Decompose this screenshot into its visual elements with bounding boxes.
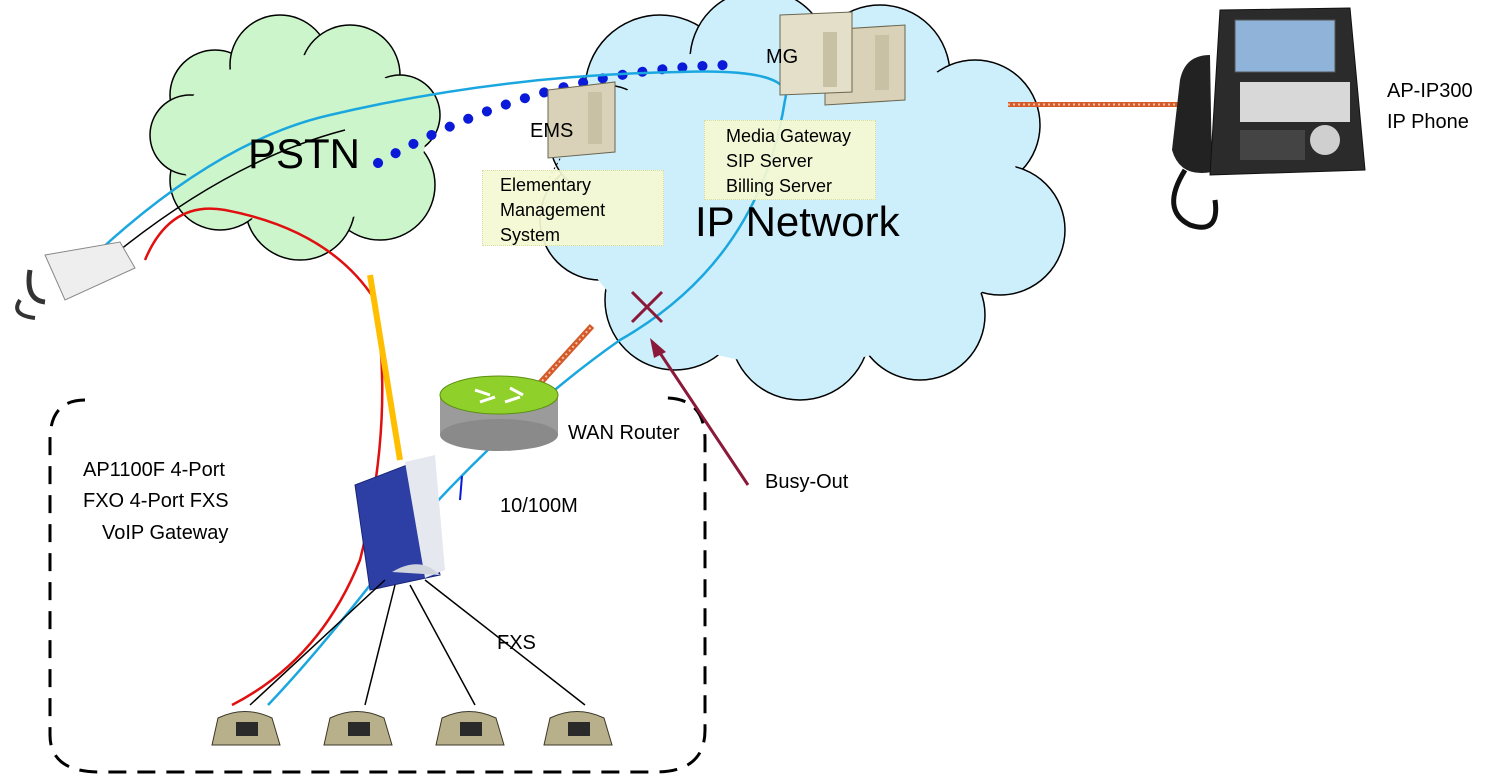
ems-description-box xyxy=(482,170,664,246)
ems-description-line: Management xyxy=(500,200,606,220)
voip-gateway-icon xyxy=(354,455,445,591)
site-boundary xyxy=(48,396,707,774)
ip-phone-icon xyxy=(1171,7,1366,230)
busy-out-marker xyxy=(630,290,664,324)
busy-out-arrow xyxy=(650,338,750,486)
gateway-label-line: FXO 4-Port FXS xyxy=(83,490,229,512)
mg-description-line: SIP Server xyxy=(726,151,813,171)
gateway-label-line: AP1100F 4-Port xyxy=(83,459,225,481)
mg-description-line: Billing Server xyxy=(726,176,833,196)
gateway-label-line: VoIP Gateway xyxy=(102,522,229,544)
ems-server-icon xyxy=(547,81,616,159)
busy-out-label: Busy-Out xyxy=(765,471,849,493)
ems-description-line: Elementary xyxy=(500,175,592,195)
pstn-label: PSTN xyxy=(248,130,361,177)
fxs-lines xyxy=(249,579,586,706)
ems-description-line: System xyxy=(500,225,561,245)
mg-description-box xyxy=(704,120,876,200)
ip-phone-model-label: AP-IP300 xyxy=(1387,80,1473,102)
mg-server-icon xyxy=(779,11,906,106)
fxs-phone-icon xyxy=(435,711,505,746)
fxs-phone-icon xyxy=(323,711,393,746)
wan-router-label: WAN Router xyxy=(568,422,680,444)
pstn-mg-signalling-link xyxy=(373,60,730,168)
ip-phone-link xyxy=(1008,102,1208,107)
ip-phone-type-label: IP Phone xyxy=(1387,111,1469,133)
ip-network-label: IP Network xyxy=(695,198,900,245)
fxs-phone-icon xyxy=(543,711,613,746)
link-speed-label: 10/100M xyxy=(500,495,578,517)
wan-router-icon xyxy=(439,375,559,451)
gateway-pstn-link xyxy=(367,274,403,461)
mg-label: MG xyxy=(766,46,799,68)
ems-label: EMS xyxy=(530,120,574,142)
desk-phone-icon xyxy=(15,241,136,320)
pstn-line xyxy=(143,207,384,707)
fxs-phone-icon xyxy=(211,711,281,746)
mg-description-line: Media Gateway xyxy=(726,126,852,146)
fxs-label: FXS xyxy=(497,632,536,654)
router-uplink xyxy=(529,323,595,395)
